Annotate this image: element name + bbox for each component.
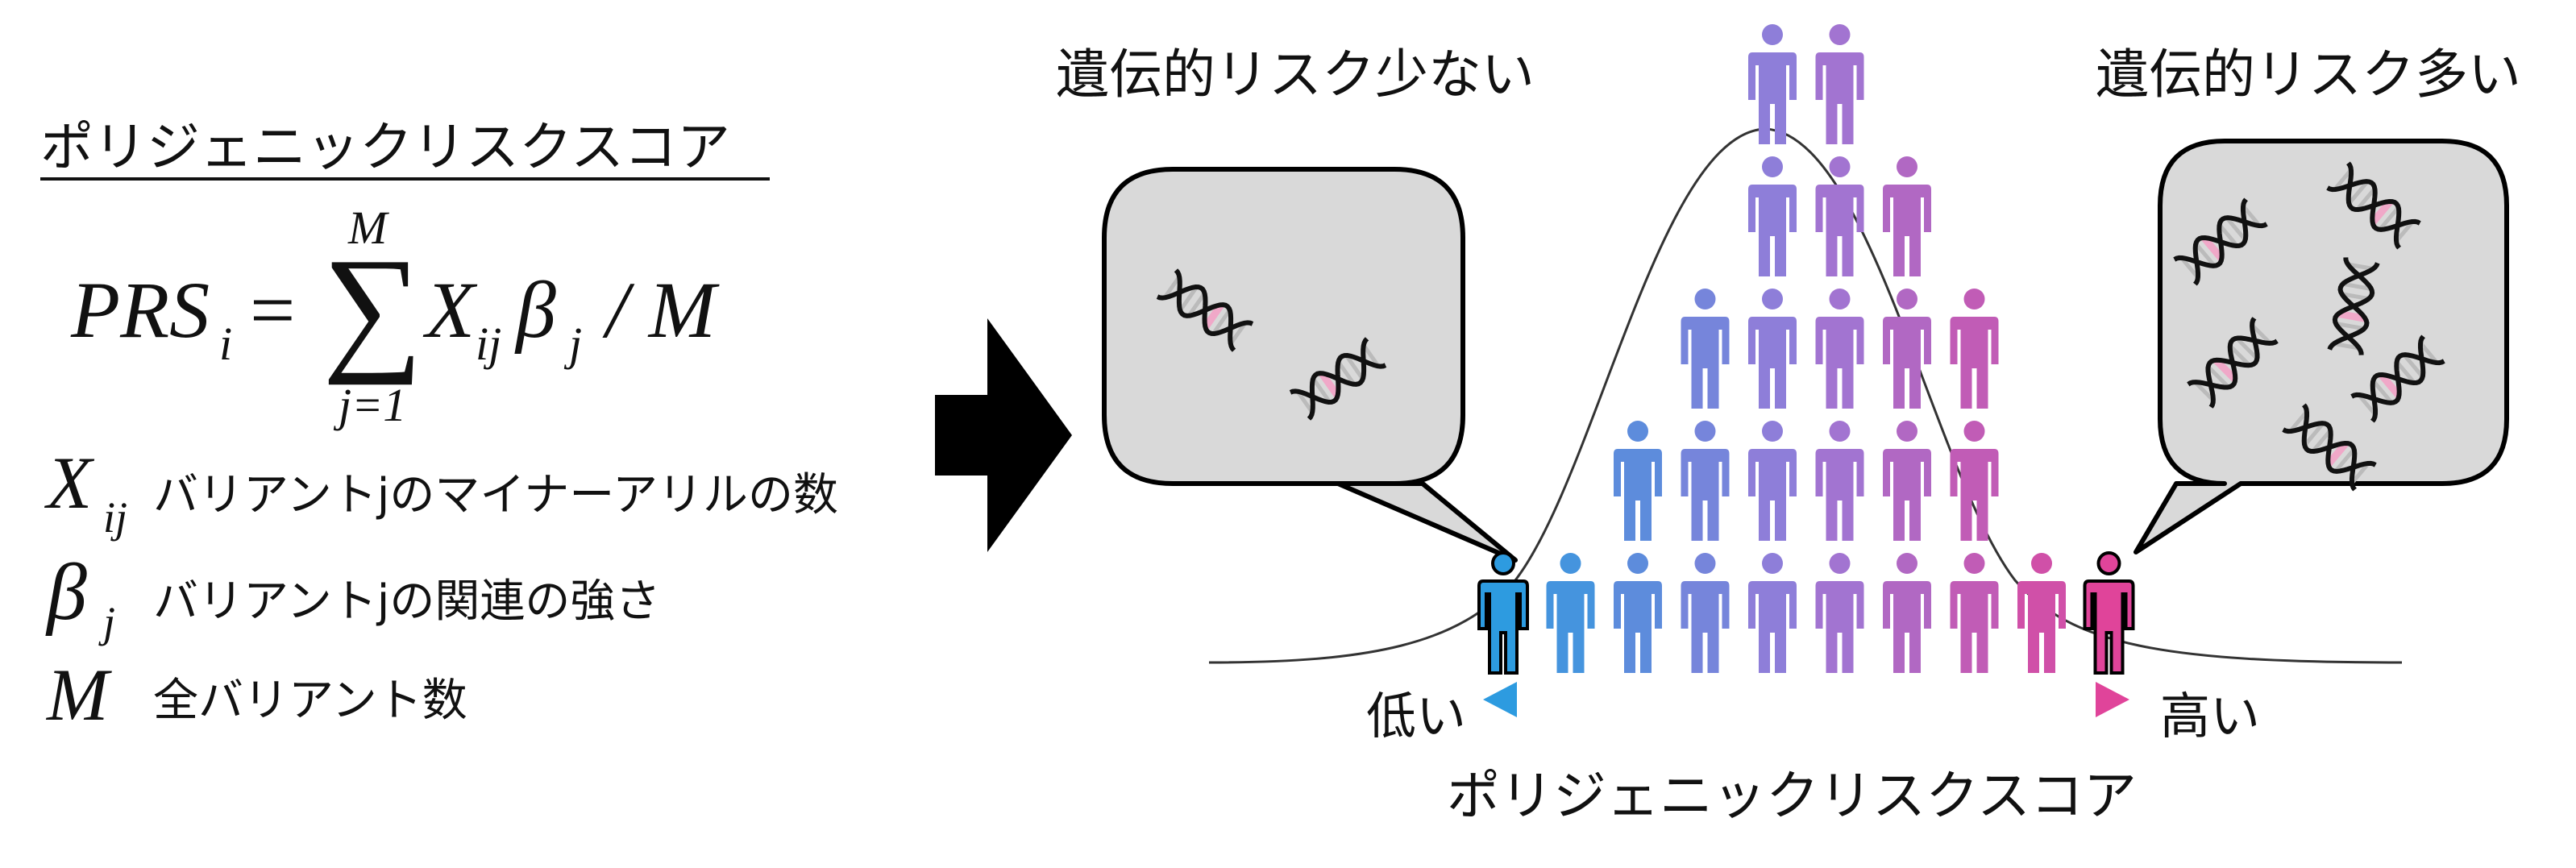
- def-beta-sub: j: [98, 598, 115, 646]
- person-icon: [1815, 553, 1864, 673]
- dna-icon: [2350, 334, 2445, 423]
- low-risk-label: 遺伝的リスク少ない: [1056, 44, 1535, 106]
- big-arrow-icon: [935, 318, 1072, 552]
- axis-low-label: 低い: [1366, 687, 1466, 745]
- dna-icon: [1156, 268, 1254, 352]
- person-icon: [1815, 24, 1864, 144]
- dna-icon: [2187, 317, 2279, 409]
- person-icon: [2083, 551, 2135, 675]
- dna-icon: [2173, 197, 2268, 286]
- def-beta-symbol: β: [45, 547, 87, 637]
- definition-x: X ij バリアントjのマイナーアリルの数: [44, 442, 838, 542]
- person-icon: [1883, 553, 1931, 673]
- person-icon: [1748, 553, 1797, 673]
- dna-icon: [2282, 403, 2377, 492]
- person-icon: [1748, 289, 1797, 409]
- person-icon: [1477, 551, 1529, 675]
- high-risk-bubble: [2134, 139, 2509, 554]
- def-m-text: 全バリアント数: [153, 675, 467, 727]
- person-icon: [1748, 421, 1797, 541]
- dna-icon: [2326, 161, 2421, 250]
- person-icon: [1614, 421, 1662, 541]
- person-icon: [1950, 289, 1999, 409]
- def-x-text: バリアントjのマイナーアリルの数: [153, 469, 838, 521]
- def-m-symbol: M: [45, 654, 112, 736]
- formula-beta-sub: j: [563, 318, 582, 370]
- formula-x: X: [422, 265, 478, 355]
- formula-x-sub: ij: [476, 318, 501, 370]
- people-icons: [1477, 24, 2135, 675]
- prs-formula: PRS i = ∑ M j=1 X ij β j / M: [70, 201, 720, 431]
- person-icon: [1614, 553, 1662, 673]
- def-beta-text: バリアントjの関連の強さ: [153, 575, 660, 628]
- axis-arrowhead-left-icon: [1483, 682, 1517, 717]
- definition-m: M 全バリアント数: [45, 654, 467, 736]
- dna-icons: [1156, 161, 2445, 492]
- person-icon: [1546, 553, 1595, 673]
- person-icon: [1748, 156, 1797, 276]
- person-icon: [2017, 553, 2066, 673]
- low-risk-bubble: [1102, 167, 1518, 563]
- person-icon: [1815, 421, 1864, 541]
- person-icon: [1883, 156, 1931, 276]
- person-icon: [1681, 553, 1730, 673]
- formula-sum-lower: j=1: [333, 379, 406, 431]
- person-icon: [1815, 156, 1864, 276]
- person-icon: [1815, 289, 1864, 409]
- axis-arrowhead-right-icon: [2096, 682, 2129, 717]
- prs-title: ポリジェニックリスクスコア: [40, 116, 730, 178]
- person-icon: [1681, 289, 1730, 409]
- person-icon: [1950, 553, 1999, 673]
- axis-high-label: 高い: [2160, 687, 2260, 745]
- definition-beta: β j バリアントjの関連の強さ: [45, 547, 660, 646]
- person-icon: [1883, 421, 1931, 541]
- formula-equals: =: [250, 265, 295, 355]
- def-x-sub: ij: [103, 493, 127, 542]
- formula-sum-upper: M: [347, 201, 389, 254]
- person-icon: [1681, 421, 1730, 541]
- formula-prs-sub: i: [219, 318, 232, 370]
- person-icon: [1883, 289, 1931, 409]
- formula-divide: / M: [602, 265, 720, 355]
- dna-icon: [1289, 337, 1387, 421]
- prs-axis-arrow: [1483, 682, 2129, 717]
- high-risk-label: 遺伝的リスク多い: [2096, 44, 2521, 106]
- axis-title: ポリジェニックリスクスコア: [1447, 765, 2137, 827]
- formula-beta: β: [514, 265, 556, 355]
- sum-sign: ∑: [322, 229, 423, 385]
- right-panel: 遺伝的リスク少ない 遺伝的リスク多い 低い 高い ポリジェニックリスクスコア: [1056, 24, 2521, 827]
- formula-prs: PRS: [70, 265, 210, 355]
- dna-icon: [2327, 257, 2380, 355]
- person-icon: [1748, 24, 1797, 144]
- person-icon: [1950, 421, 1999, 541]
- left-panel: ポリジェニックリスクスコア PRS i = ∑ M j=1 X ij β j /…: [40, 116, 838, 736]
- def-x-symbol: X: [44, 442, 95, 524]
